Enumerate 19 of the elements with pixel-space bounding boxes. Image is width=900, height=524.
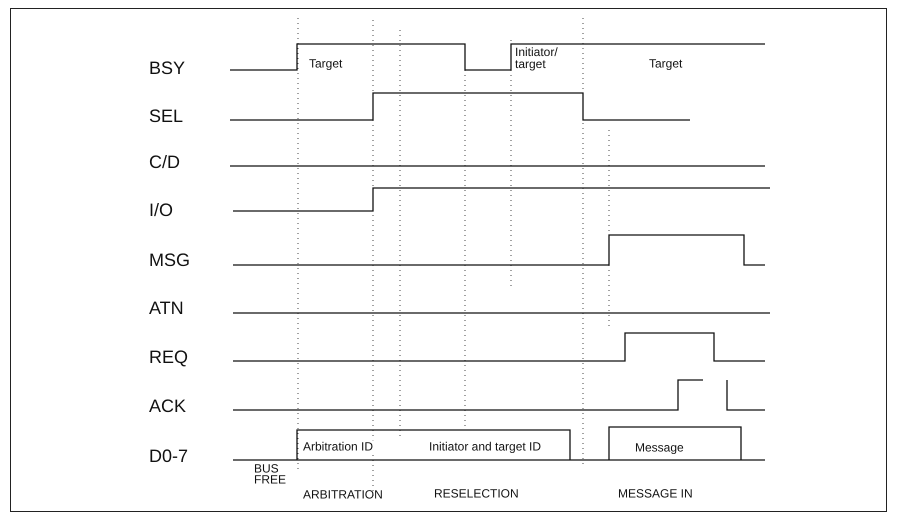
signal-name: I/O bbox=[148, 201, 174, 221]
signal-name: ACK bbox=[148, 397, 188, 417]
data-annotation: Message bbox=[634, 441, 685, 455]
signal-name: D0-7 bbox=[148, 447, 190, 467]
phase-annotation: Target bbox=[308, 57, 344, 71]
phase-name: RESELECTION bbox=[433, 487, 520, 501]
signal-name: MSG bbox=[148, 251, 192, 271]
signal-name: SEL bbox=[148, 107, 184, 127]
signal-name: C/D bbox=[148, 153, 181, 173]
signal-name: BSY bbox=[148, 59, 186, 79]
phase-annotation: Target bbox=[648, 57, 684, 71]
signal-name: REQ bbox=[148, 348, 190, 368]
data-annotation: Initiator and target ID bbox=[428, 440, 542, 454]
signal-name: ATN bbox=[148, 299, 185, 319]
phase-name: ARBITRATION bbox=[302, 488, 384, 502]
phase-annotation: Initiator/ target bbox=[514, 46, 559, 70]
data-annotation: Arbitration ID bbox=[302, 440, 374, 454]
phase-name: BUS FREE bbox=[253, 464, 288, 486]
phase-name: MESSAGE IN bbox=[617, 487, 694, 501]
